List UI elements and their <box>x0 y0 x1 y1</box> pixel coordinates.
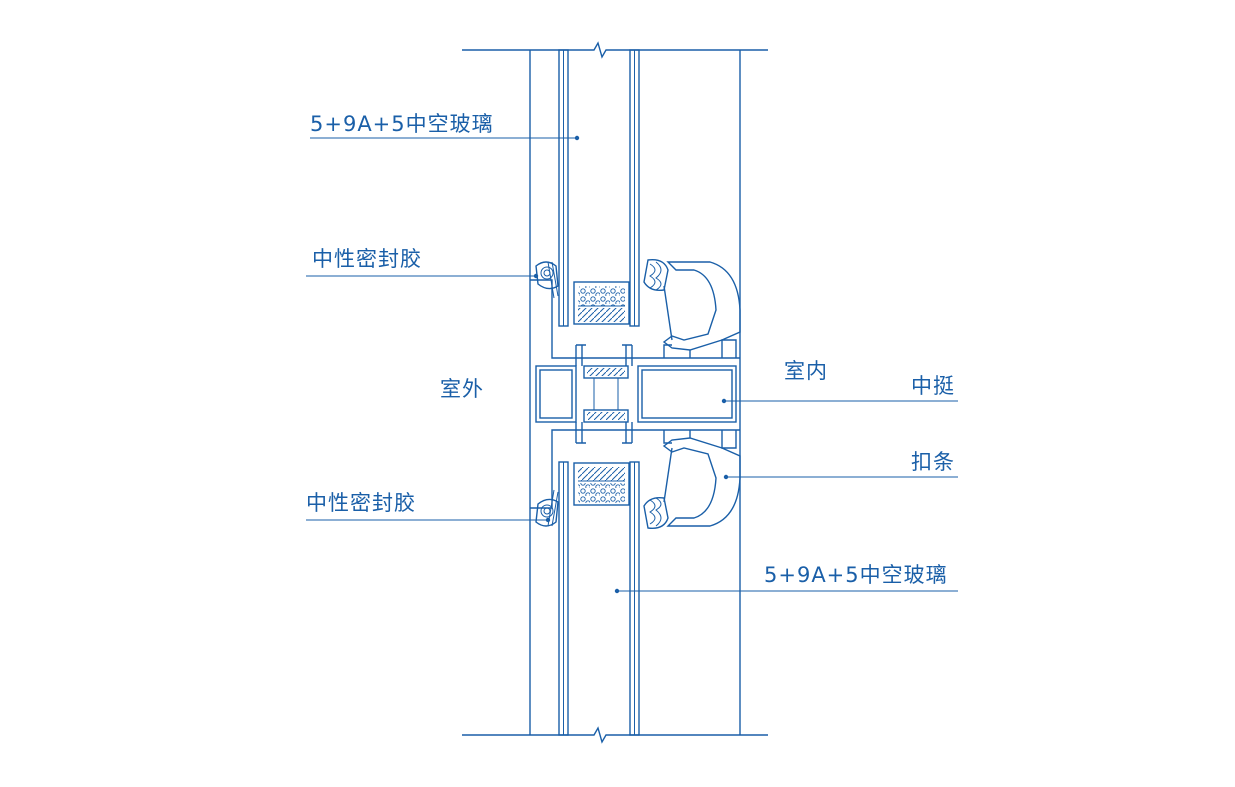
bottom-break-line <box>462 726 768 744</box>
upper-inner-gasket <box>643 259 669 292</box>
label-sealant-top: 中性密封胶 <box>312 247 422 271</box>
upper-glazing-bead <box>662 261 741 351</box>
leader-mullion <box>721 398 958 404</box>
label-mullion: 中挺 <box>911 374 955 398</box>
lower-inner-gasket <box>643 496 669 529</box>
lower-glazing-bead <box>662 437 741 527</box>
leader-glass-bottom <box>614 588 958 594</box>
label-bead: 扣条 <box>911 450 955 474</box>
leader-sealant-bottom <box>306 517 551 523</box>
leader-sealant-top <box>306 273 539 279</box>
frame-outer-lines <box>529 50 741 735</box>
label-outdoor: 室外 <box>440 377 484 401</box>
leader-glass-top <box>310 135 580 141</box>
top-break-line <box>462 41 768 59</box>
label-glass-bottom: 5+9A+5中空玻璃 <box>764 563 948 587</box>
label-glass-top: 5+9A+5中空玻璃 <box>310 112 494 136</box>
label-indoor: 室内 <box>784 359 828 383</box>
label-sealant-bottom: 中性密封胶 <box>306 491 416 515</box>
mullion-profile <box>530 279 740 509</box>
lower-glass-unit <box>558 461 640 736</box>
leader-bead <box>723 474 958 480</box>
upper-glass-unit <box>558 49 640 327</box>
upper-outer-gasket <box>535 261 559 299</box>
